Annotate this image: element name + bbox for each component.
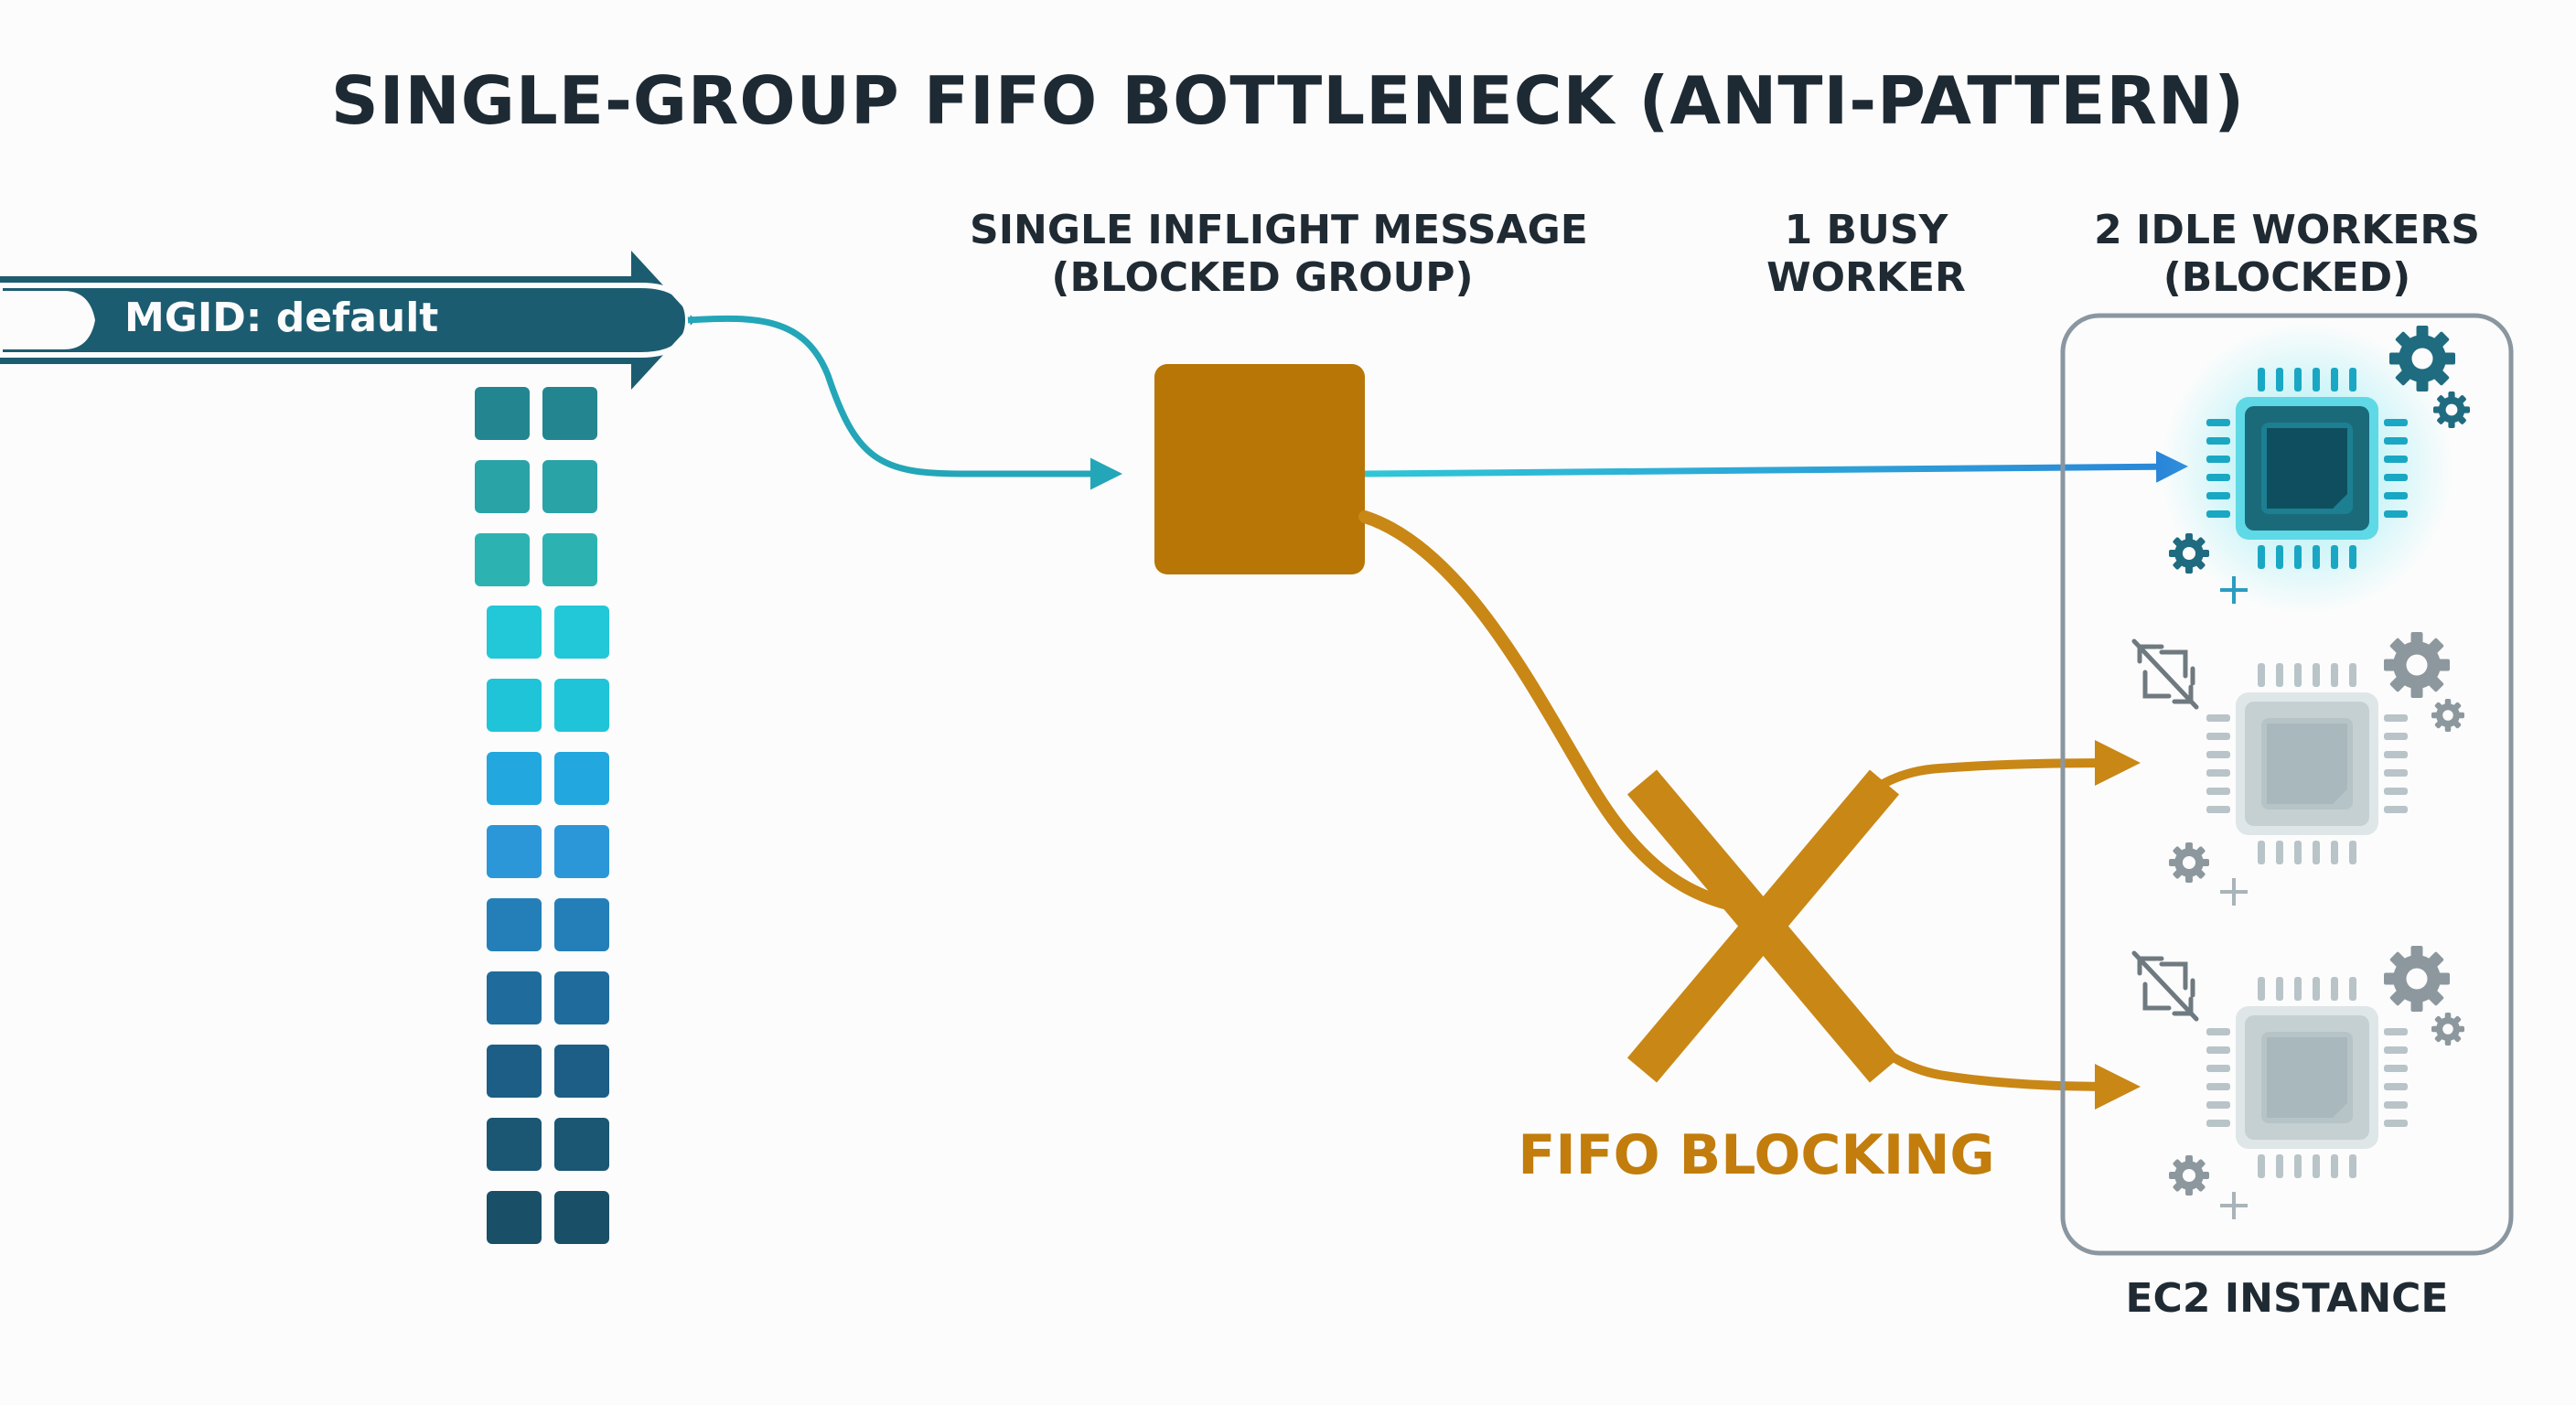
inflight-message-box [1154, 364, 1365, 574]
queue-message [487, 971, 542, 1024]
queue-message [554, 1191, 609, 1244]
gear-icon [2169, 842, 2209, 883]
queue-message [554, 1045, 609, 1098]
inflight-label-line-2: (BLOCKED GROUP) [1051, 254, 1474, 301]
queue-message [475, 295, 530, 349]
queue-message [487, 825, 542, 878]
queue-message [554, 898, 609, 951]
idle-label-line-1: 2 IDLE WORKERS [2094, 207, 2480, 253]
queue-message [542, 295, 597, 349]
busy-label-line-1: 1 BUSY [1784, 207, 1948, 253]
inflight-to-busy-worker-arrow [1364, 450, 2188, 483]
queue-to-inflight-arrow [687, 315, 1122, 490]
cpu-chip-icon [2206, 977, 2408, 1178]
queue-message [554, 1118, 609, 1171]
queue-message [487, 1045, 542, 1098]
inflight-message-label: SINGLE INFLIGHT MESSAGE (BLOCKED GROUP) [970, 207, 1588, 302]
diagram-title: SINGLE-GROUP FIFO BOTTLENECK (ANTI-PATTE… [330, 62, 2246, 139]
gear-icon [2384, 632, 2450, 698]
queue-message [487, 679, 542, 732]
inflight-label-line-1: SINGLE INFLIGHT MESSAGE [970, 207, 1588, 253]
queue-message [475, 387, 530, 440]
gear-icon [2384, 946, 2450, 1012]
queue-message [554, 679, 609, 732]
blocked-flow [1358, 510, 2141, 1110]
queue-message [554, 752, 609, 805]
gear-icon [2431, 699, 2464, 732]
sparkle-icon [2220, 1192, 2248, 1219]
idle-worker-1 [2131, 632, 2464, 906]
queue-message [542, 387, 597, 440]
queue-band [0, 251, 695, 390]
gear-icon [2169, 1155, 2209, 1196]
queue-group-label: MGID: default [124, 295, 439, 341]
queue-message [554, 606, 609, 659]
gear-icon [2169, 533, 2209, 574]
queue-message [554, 971, 609, 1024]
idle-worker-2 [2131, 946, 2464, 1219]
busy-label-line-2: WORKER [1766, 254, 1966, 301]
idle-label-line-2: (BLOCKED) [2163, 254, 2411, 301]
sparkle-icon [2220, 576, 2248, 604]
queue-message [542, 460, 597, 513]
cpu-chip-icon [2206, 368, 2408, 569]
gear-icon [2431, 1013, 2464, 1046]
blocking-x-mark [1626, 769, 1900, 1083]
fifo-blocking-label: FIFO BLOCKING [1518, 1123, 1995, 1187]
queue-message [487, 1191, 542, 1244]
queue-message [542, 533, 597, 586]
queue-message [487, 606, 542, 659]
queue-message [475, 533, 530, 586]
cpu-chip-icon [2206, 663, 2408, 864]
message-queue [475, 295, 609, 1244]
queue-message [487, 1118, 542, 1171]
queue-message [487, 898, 542, 951]
idle-workers-label: 2 IDLE WORKERS (BLOCKED) [2077, 207, 2497, 302]
no-link-icon [2131, 950, 2199, 1022]
gear-icon [2433, 391, 2470, 428]
busy-worker [2161, 322, 2470, 615]
queue-message [475, 460, 530, 513]
ec2-instance-container [2060, 313, 2514, 1256]
gear-icon [2389, 326, 2455, 391]
sparkle-icon [2220, 878, 2248, 906]
ec2-instance-label: EC2 INSTANCE [2125, 1275, 2449, 1322]
queue-message [554, 825, 609, 878]
busy-worker-label: 1 BUSY WORKER [1738, 207, 1994, 302]
queue-message [487, 752, 542, 805]
no-link-icon [2131, 638, 2199, 710]
